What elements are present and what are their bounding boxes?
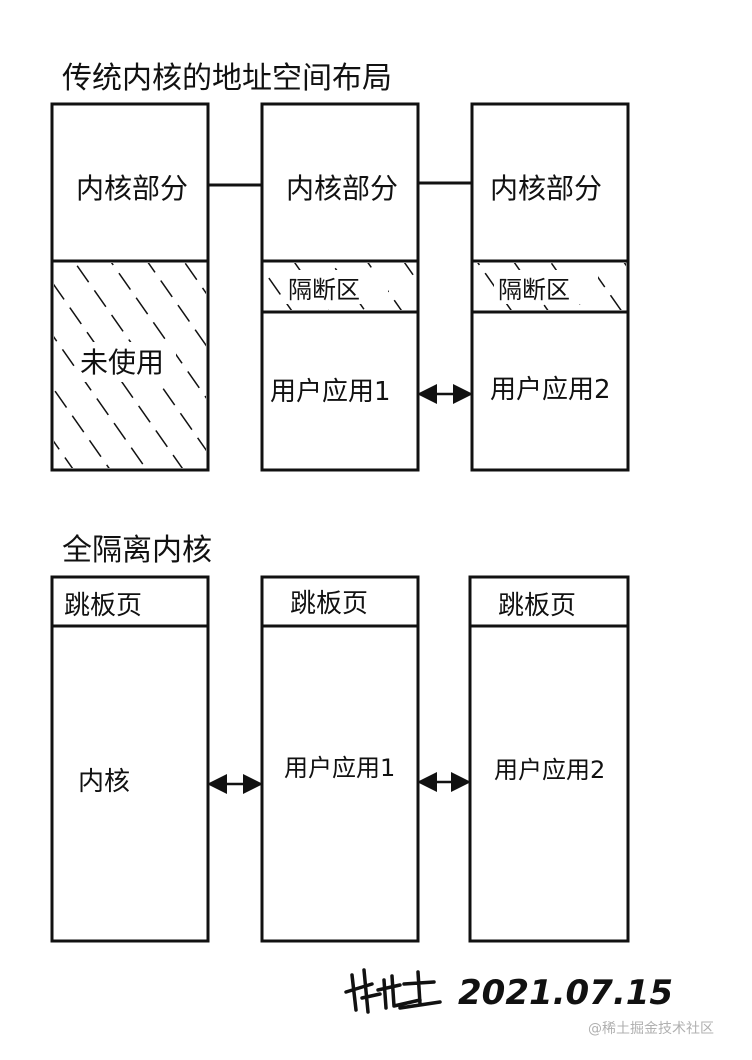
s2-col2-frame xyxy=(260,575,420,943)
s1-col1-frame xyxy=(50,102,210,472)
s2-col1-kernel-label: 内核 xyxy=(78,767,130,797)
s2-col3-frame xyxy=(468,575,630,943)
s2-col3-app-label: 用户应用2 xyxy=(494,756,605,784)
s1-col3-frame xyxy=(470,102,630,472)
s2-column-1: 跳板页 内核 xyxy=(50,575,210,943)
signature-date: 2021.07.15 xyxy=(458,973,673,1013)
s1-col1-kernel-label: 内核部分 xyxy=(76,172,188,205)
s1-col2-frame xyxy=(260,102,420,472)
s1-col1-unused-label-bg xyxy=(76,342,176,382)
section2-title: 全隔离内核 xyxy=(62,533,212,568)
s1-col3-app-label: 用户应用2 xyxy=(490,375,611,405)
s1-col1-unused-label: 未使用 xyxy=(80,346,164,379)
s1-column-2: 内核部分 隔断区 用户应用1 xyxy=(260,102,420,472)
s1-col3-kernel-label: 内核部分 xyxy=(490,172,602,205)
s1-column-3: 内核部分 隔断区 用户应用2 xyxy=(470,102,630,472)
watermark-text: @稀土掘金技术社区 xyxy=(588,1021,714,1037)
s1-col2-gap-label-bg xyxy=(284,270,388,304)
s2-col2-trampoline-label: 跳板页 xyxy=(290,589,368,619)
s1-col3-gap-label: 隔断区 xyxy=(498,276,570,304)
s2-col3-trampoline-label: 跳板页 xyxy=(498,591,576,621)
s1-col3-gap-label-bg xyxy=(494,270,598,304)
s2-col1-trampoline-label: 跳板页 xyxy=(64,591,142,621)
s2-column-2: 跳板页 用户应用1 xyxy=(260,575,420,943)
s2-col2-app-label: 用户应用1 xyxy=(284,754,395,782)
s1-col2-app-label: 用户应用1 xyxy=(270,377,391,407)
s2-col1-frame xyxy=(50,575,210,943)
signature-scribble xyxy=(344,968,442,1014)
s2-column-3: 跳板页 用户应用2 xyxy=(468,575,630,943)
section1-title: 传统内核的地址空间布局 xyxy=(62,61,392,96)
s1-col2-gap-label: 隔断区 xyxy=(288,276,360,304)
s1-col2-kernel-label: 内核部分 xyxy=(286,172,398,205)
s1-column-1: 内核部分 未使用 xyxy=(50,102,210,472)
